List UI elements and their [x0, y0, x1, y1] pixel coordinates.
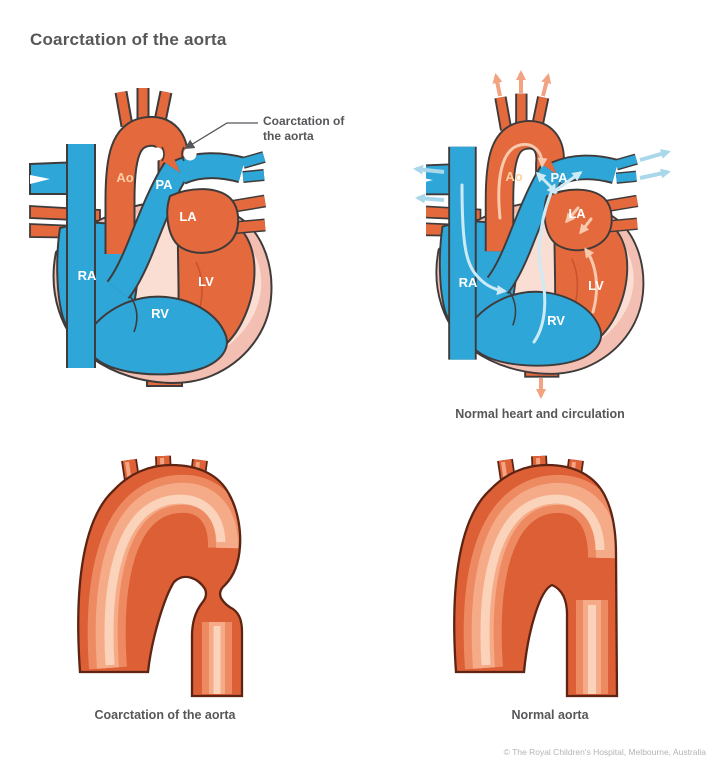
annotation-pointer-line — [184, 122, 258, 150]
coarctation-annotation: Coarctation of the aorta — [263, 114, 345, 143]
outflow-arrows-right — [639, 149, 671, 180]
label-la: LA — [568, 206, 586, 221]
label-ra: RA — [459, 275, 478, 290]
heart-chamber-labels: Ao PA LA RA LV RV — [78, 170, 215, 321]
coarctation-heart-diagram: Ao PA LA RA LV RV — [30, 80, 370, 395]
page-title: Coarctation of the aorta — [30, 30, 227, 49]
normal-aorta-diagram — [453, 455, 619, 698]
label-lv: LV — [588, 278, 604, 293]
aorta-outline-stroke — [77, 463, 244, 698]
label-lv: LV — [198, 274, 214, 289]
aorta-outline-stroke — [453, 463, 619, 698]
outflow-arrows-left — [413, 164, 445, 204]
coarctation-aorta-diagram — [77, 455, 244, 698]
caption-normal-heart: Normal heart and circulation — [455, 407, 625, 421]
caption-normal-aorta: Normal aorta — [511, 708, 589, 722]
label-pa: PA — [155, 177, 173, 192]
label-ao: Ao — [116, 170, 133, 185]
label-la: LA — [179, 209, 197, 224]
label-ao: Ao — [505, 169, 522, 184]
flow-arrows-blue — [460, 171, 583, 344]
flow-arrows-peach — [497, 143, 599, 314]
normal-heart-diagram: Ao PA LA RA LV RV — [400, 70, 671, 399]
outflow-arrows-top — [492, 70, 552, 97]
coarctation-pinch — [150, 146, 197, 162]
label-rv: RV — [547, 313, 565, 328]
label-ra: RA — [78, 268, 97, 283]
aorta-shading — [87, 474, 242, 694]
heart-chamber-labels: Ao PA LA RA LV RV — [459, 169, 605, 328]
aorta-shading — [463, 474, 617, 694]
label-pa: PA — [550, 170, 568, 185]
caption-coarctation-aorta: Coarctation of the aorta — [94, 708, 236, 722]
label-rv: RV — [151, 306, 169, 321]
copyright-notice: © The Royal Children's Hospital, Melbour… — [503, 747, 706, 757]
